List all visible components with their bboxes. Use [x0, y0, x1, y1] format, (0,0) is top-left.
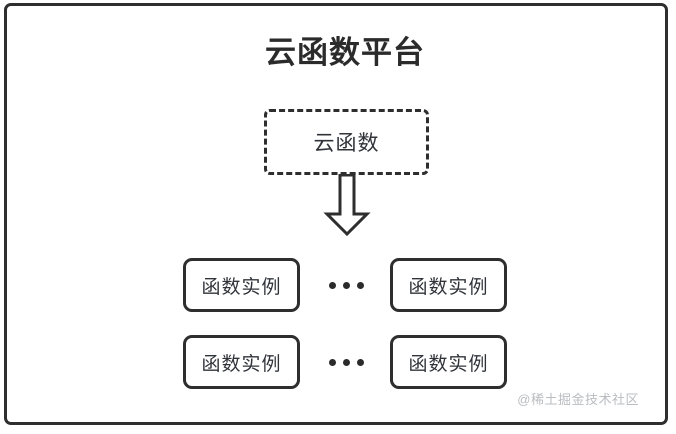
- ellipsis-icon: [320, 335, 372, 389]
- ellipsis-dot: [328, 281, 336, 289]
- function-instance-label: 函数实例: [408, 276, 489, 298]
- ellipsis-dot: [328, 358, 336, 366]
- function-instance-box: 函数实例: [390, 258, 507, 312]
- function-instance-box: 函数实例: [183, 258, 300, 312]
- platform-title: 云函数平台: [265, 35, 425, 70]
- function-instance-box: 函数实例: [183, 335, 300, 389]
- cloud-function-label: 云函数: [313, 132, 380, 155]
- cloud-function-node: 云函数: [264, 109, 429, 175]
- watermark: @稀土掘金技术社区: [517, 392, 639, 407]
- down-block-arrow-icon: [322, 173, 372, 237]
- ellipsis-dot: [342, 358, 350, 366]
- function-instance-label: 函数实例: [408, 353, 489, 375]
- ellipsis-dot: [356, 358, 364, 366]
- function-instance-label: 函数实例: [201, 276, 282, 298]
- function-instance-label: 函数实例: [201, 353, 282, 375]
- ellipsis-dot: [342, 281, 350, 289]
- function-instance-box: 函数实例: [390, 335, 507, 389]
- ellipsis-dot: [356, 281, 364, 289]
- cloud-function-platform-container: 云函数平台 云函数 函数实例 函数实例 函数实例: [4, 3, 668, 425]
- ellipsis-icon: [320, 258, 372, 312]
- instance-row: 函数实例 函数实例: [7, 258, 676, 312]
- instance-row: 函数实例 函数实例: [7, 335, 676, 389]
